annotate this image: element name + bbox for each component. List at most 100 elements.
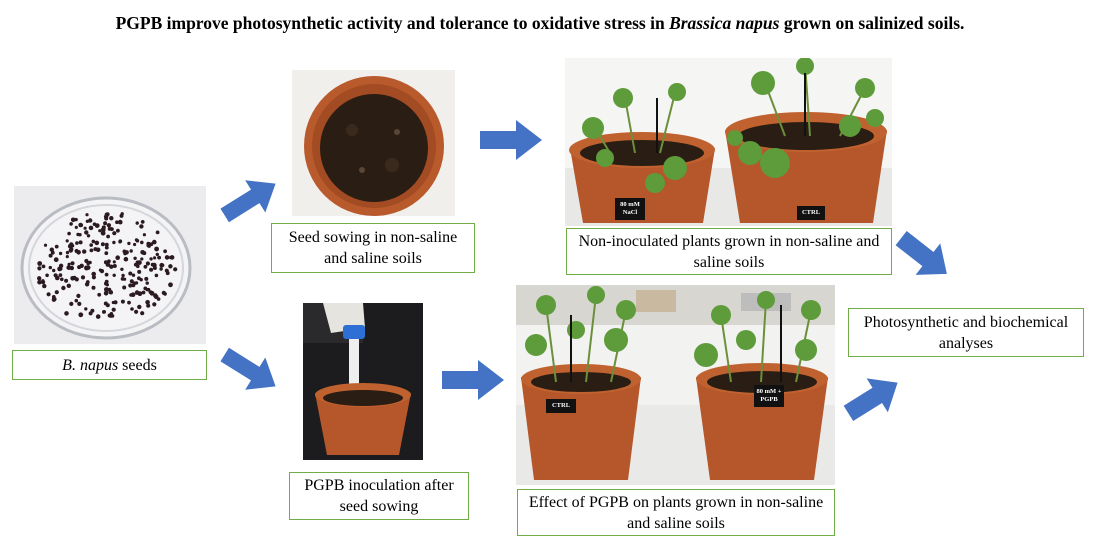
- seed-dot: [139, 278, 143, 282]
- seed-dot: [115, 255, 120, 260]
- seed-dot: [88, 225, 94, 231]
- arrow-sowing-to-non-inoculated: [480, 120, 542, 160]
- seed-dot: [106, 234, 110, 239]
- seed-dot: [37, 276, 42, 281]
- seed-dot: [140, 257, 144, 261]
- seed-dot: [98, 268, 102, 272]
- seed-dot: [152, 302, 157, 307]
- seed-dot: [74, 225, 78, 229]
- seed-dot: [173, 267, 178, 272]
- seed-dot: [85, 213, 89, 217]
- seed-dot: [67, 262, 71, 266]
- pot-label-80mm-pgpb: 80 mM + PGPB: [754, 385, 784, 407]
- seed-dot: [51, 297, 57, 302]
- seed-dot: [41, 279, 45, 283]
- seed-dot: [120, 299, 125, 304]
- seed-dot: [74, 277, 79, 282]
- seed-dot: [128, 271, 133, 276]
- seed-dot: [48, 253, 53, 258]
- seed-dot: [103, 291, 109, 296]
- seed-dot: [70, 217, 76, 223]
- seed-dot: [76, 293, 81, 298]
- seed-dot: [53, 273, 58, 278]
- seed-dot: [95, 247, 101, 253]
- title-species: Brassica napus: [669, 13, 780, 33]
- seed-dot: [157, 255, 162, 260]
- seed-dot: [128, 283, 133, 288]
- seed-dot: [145, 300, 150, 305]
- seed-dot: [61, 285, 66, 291]
- non-inoculated-box: Non-inoculated plants grown in non-salin…: [566, 228, 892, 275]
- seed-dot: [104, 272, 109, 277]
- seed-dot: [140, 240, 144, 245]
- seed-dot: [104, 245, 109, 250]
- seed-dot: [164, 255, 170, 260]
- seed-dot: [84, 230, 89, 235]
- seed-dot: [91, 275, 96, 280]
- seed-dot: [142, 233, 146, 237]
- seed-dot: [124, 250, 129, 255]
- seed-dot: [112, 231, 117, 236]
- seed-dot: [141, 290, 146, 295]
- seed-dot: [37, 279, 42, 285]
- seed-dot: [143, 264, 148, 269]
- arrow-non-inoculated-to-analyses: [895, 231, 947, 275]
- seed-dot: [127, 300, 131, 305]
- seed-dot: [76, 232, 80, 237]
- seed-dot: [94, 240, 100, 246]
- seed-dot: [140, 220, 145, 224]
- seed-dot: [101, 225, 106, 230]
- seed-dot: [135, 221, 139, 225]
- seed-dot: [51, 295, 56, 299]
- seed-dot: [133, 256, 137, 260]
- title-text-2: grown on salinized soils.: [779, 13, 965, 33]
- non-inoculated-label: Non-inoculated plants grown in non-salin…: [578, 232, 880, 271]
- seed-dot: [156, 297, 161, 301]
- seed-dot: [66, 265, 72, 270]
- seed-dot: [70, 247, 74, 251]
- seed-dot: [123, 256, 129, 262]
- seed-dot: [115, 220, 119, 224]
- seed-dot: [134, 309, 139, 314]
- seed-dot: [91, 285, 96, 290]
- seed-dot: [54, 244, 59, 249]
- analyses-box: Photosynthetic and biochemical analyses: [848, 308, 1084, 357]
- seed-sowing-pot-photo: [292, 70, 455, 216]
- seed-dot: [78, 240, 83, 245]
- seed-dot: [109, 264, 114, 269]
- seeds-label: seeds: [118, 356, 157, 374]
- seed-dot: [146, 303, 151, 308]
- seed-dot: [104, 212, 110, 217]
- seed-dot: [69, 301, 74, 306]
- seed-dot: [140, 311, 145, 316]
- seed-dot: [104, 287, 109, 292]
- seed-dot: [97, 292, 102, 297]
- seed-dot: [169, 255, 173, 260]
- seed-dot: [107, 287, 112, 292]
- seed-dot: [120, 212, 124, 216]
- seed-dot: [137, 260, 142, 265]
- seed-dot: [77, 301, 82, 306]
- seed-dot: [98, 229, 102, 233]
- seed-dot: [67, 244, 73, 249]
- seed-dot: [122, 285, 127, 290]
- seed-dot: [49, 247, 54, 252]
- seed-dot: [65, 239, 69, 243]
- seed-dot: [129, 249, 133, 253]
- seed-dot: [154, 273, 159, 278]
- seed-dot: [42, 283, 47, 289]
- seed-dot: [111, 300, 115, 305]
- seed-dot: [134, 290, 140, 295]
- arrow-seeds-to-sowing: [220, 180, 276, 223]
- seed-dot: [146, 241, 151, 246]
- seed-dot: [77, 265, 82, 270]
- seed-dot: [130, 307, 134, 311]
- seed-dot: [112, 240, 116, 245]
- seed-dot: [37, 261, 43, 266]
- seed-dot: [69, 222, 73, 226]
- seed-dot: [112, 260, 116, 264]
- seed-dot: [107, 313, 112, 318]
- seed-dot: [94, 223, 100, 228]
- seed-dot: [54, 290, 59, 295]
- seed-dot: [153, 256, 157, 260]
